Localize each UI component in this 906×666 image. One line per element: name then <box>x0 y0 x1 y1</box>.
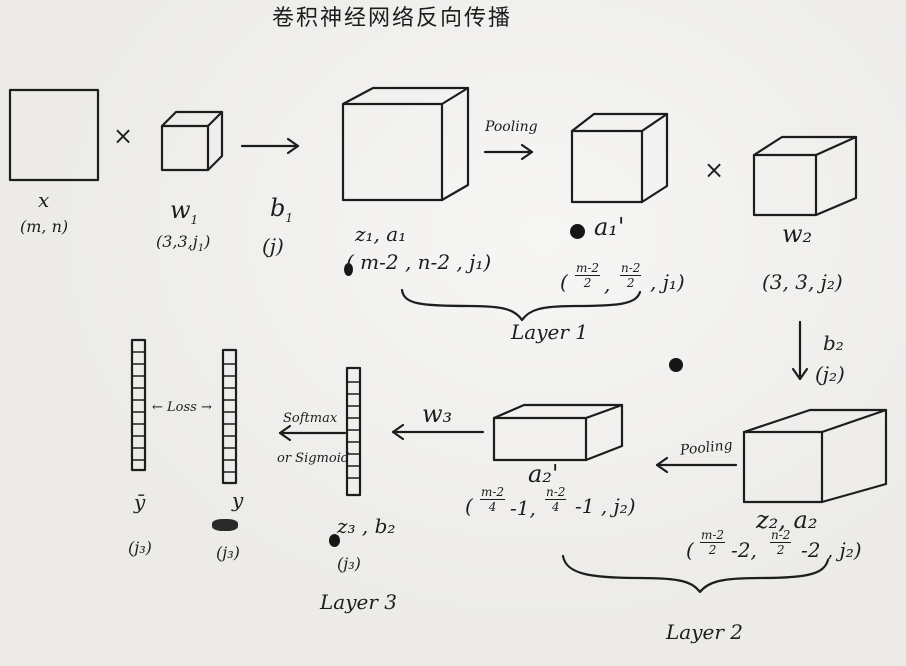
w1-label: w1 <box>170 196 199 227</box>
page-title: 卷积神经网络反向传播 <box>272 6 513 31</box>
b2-arrow <box>791 320 809 381</box>
z3-b2-label: z₃ , b₂ <box>337 514 396 538</box>
layer1-label: Layer 1 <box>511 320 588 344</box>
b1-label: b1 <box>270 194 294 225</box>
times-symbol: × <box>113 122 134 150</box>
layer1-brace <box>400 288 642 322</box>
softmax-label: Softmax <box>283 411 338 426</box>
x-shape: (m, n) <box>20 217 69 236</box>
pooling-arrow-2 <box>655 456 738 474</box>
layer2-label: Layer 2 <box>666 620 743 644</box>
ink-blot <box>329 534 340 547</box>
ybar-shape: (j₃) <box>128 538 152 557</box>
a1-prime-cube <box>570 112 669 204</box>
loss-label: ← Loss → <box>152 400 212 415</box>
x-label: x <box>38 188 50 212</box>
x-input-square <box>8 88 100 182</box>
b1-shape: (j) <box>262 234 284 258</box>
layer3-label: Layer 3 <box>320 590 397 614</box>
a2-prime-label: a₂' <box>528 460 559 488</box>
y-vector <box>221 348 238 485</box>
or-sigmoid-label: or Sigmoid <box>277 451 350 466</box>
layer2-brace <box>561 554 830 594</box>
a1-prime-label: a₁' <box>594 213 625 241</box>
z1-a1-label: z₁, a₁ <box>355 222 407 246</box>
z1-a1-cube <box>341 86 470 202</box>
ybar-vector <box>130 338 147 472</box>
z2-a2-cube <box>742 408 888 504</box>
pooling-arrow-1 <box>483 143 534 161</box>
z3-vector <box>345 366 362 497</box>
b2-shape: (j₂) <box>815 362 845 386</box>
w1-cube <box>160 110 224 172</box>
y-shape: (j₃) <box>216 543 240 562</box>
ink-blot <box>344 263 353 276</box>
w2-label: w₂ <box>782 220 813 248</box>
ink-blot <box>669 358 683 372</box>
w2-cube <box>752 135 858 217</box>
a2-prime-cuboid <box>492 403 624 462</box>
w3-label: w₃ <box>422 400 453 428</box>
b1-arrow <box>240 137 300 155</box>
ink-blot <box>212 519 238 531</box>
z1-a1-shape: ( m-2 , n-2 , j₁) <box>346 250 492 274</box>
ink-blot <box>570 224 585 239</box>
pooling-label-1: Pooling <box>485 119 538 135</box>
ybar-label: ȳ <box>134 490 146 514</box>
z2-a2-label: z₂, a₂ <box>756 506 818 534</box>
times-symbol-2: × <box>704 156 725 184</box>
w2-shape: (3, 3, j₂) <box>762 270 843 294</box>
z3-shape: (j₃) <box>337 554 361 573</box>
w3-arrow <box>391 423 485 441</box>
w1-shape: (3,3,j1) <box>156 232 211 255</box>
b2-label: b₂ <box>823 331 844 355</box>
softmax-arrow <box>278 424 347 442</box>
y-label: y <box>232 488 244 512</box>
